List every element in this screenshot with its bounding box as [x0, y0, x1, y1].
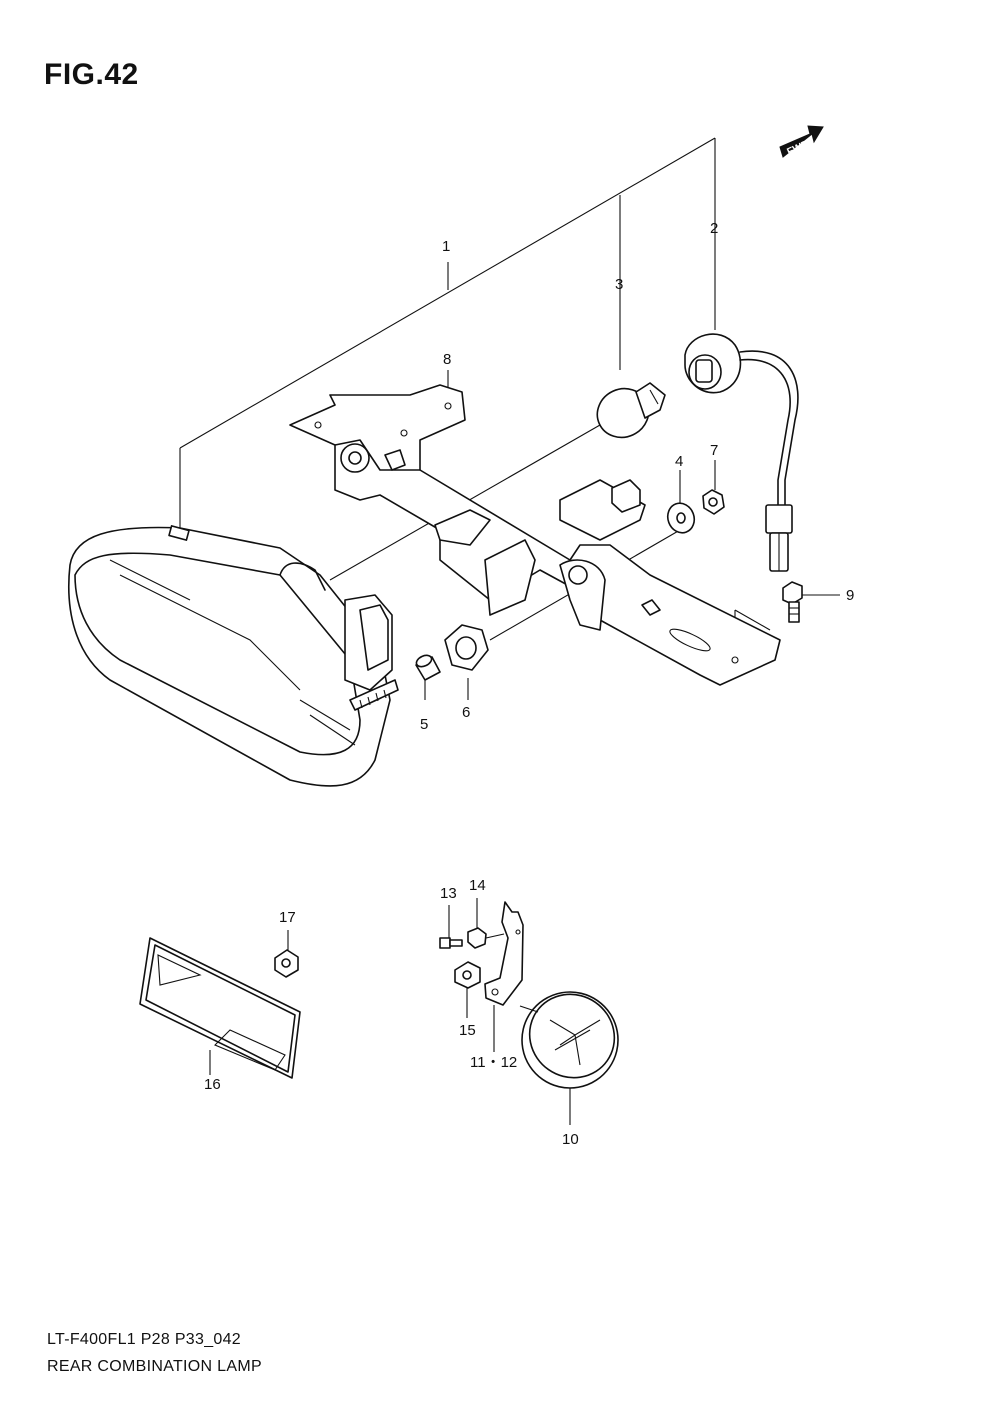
socket-harness: [684, 333, 799, 572]
callout-labels: 1 2 3 4 5 6 7 8 9 10 11・12 13 14 15 16 1…: [204, 220, 854, 1148]
callout-7: 7: [710, 442, 718, 459]
rectangular-reflector: [139, 937, 301, 1079]
callout-8: 8: [443, 351, 451, 368]
callout-17: 17: [279, 909, 296, 926]
round-reflector: [521, 991, 619, 1125]
mounting-bracket: [289, 384, 781, 686]
assembly-bracket-lines: [179, 137, 840, 700]
screw: [439, 905, 463, 949]
callout-2: 2: [710, 220, 718, 237]
grommet: [444, 624, 489, 671]
fwd-label: FWD: [786, 139, 811, 158]
callout-13: 13: [440, 885, 457, 902]
round-reflector-bracket: [484, 901, 524, 1006]
figure-title: FIG.42: [44, 58, 139, 91]
assembly-name: REAR COMBINATION LAMP: [47, 1358, 262, 1375]
callout-1: 1: [442, 238, 450, 255]
bolt: [782, 581, 803, 623]
collar: [415, 654, 441, 681]
callout-14: 14: [469, 877, 486, 894]
nut: [702, 489, 725, 515]
callout-15: 15: [459, 1022, 476, 1039]
flange-nut: [454, 961, 481, 1018]
reflector-nut: [274, 930, 299, 978]
callout-4: 4: [675, 453, 683, 470]
lamp-housing: [67, 525, 399, 787]
callout-16: 16: [204, 1076, 221, 1093]
callout-5: 5: [420, 716, 428, 733]
callout-11-12: 11・12: [470, 1054, 517, 1071]
callout-9: 9: [846, 587, 854, 604]
forward-arrow-icon: FWD: [779, 125, 824, 158]
callout-3: 3: [615, 276, 623, 293]
callout-6: 6: [462, 704, 470, 721]
bracket-leaders: [493, 1005, 539, 1052]
bracket-nut: [467, 898, 505, 949]
washer: [666, 502, 696, 534]
model-code: LT-F400FL1 P28 P33_042: [47, 1331, 241, 1348]
bulb: [596, 382, 666, 439]
callout-10: 10: [562, 1131, 579, 1148]
